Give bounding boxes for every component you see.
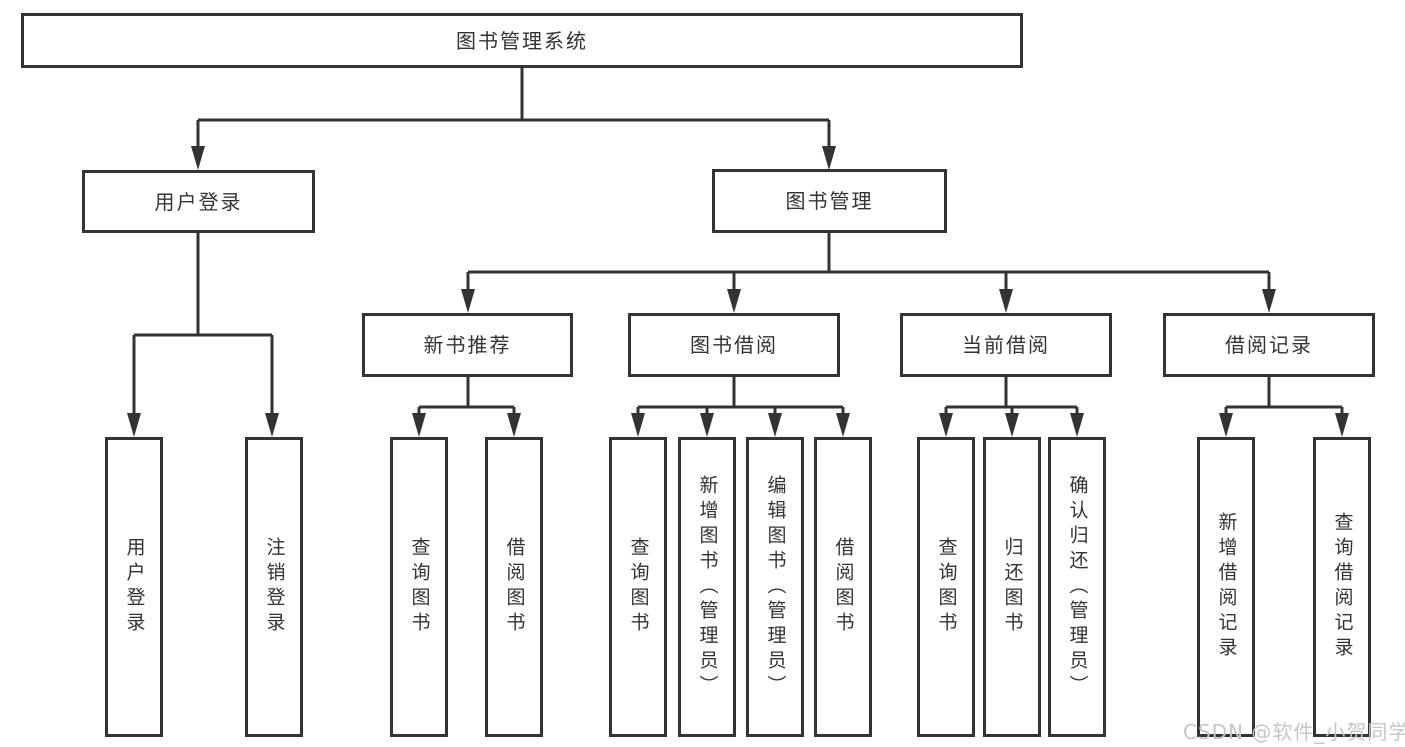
leaf-query-books-borrowing: 查询图书 bbox=[609, 437, 667, 737]
leaf-add-books-admin: 新增图书（管理员） bbox=[678, 437, 736, 737]
leaf-borrow-books-borrowing: 借阅图书 bbox=[814, 437, 872, 737]
leaf-logout: 注销登录 bbox=[245, 437, 303, 737]
connector-records-to-leaves bbox=[1224, 377, 1344, 415]
leaf-query-borrow-record: 查询借阅记录 bbox=[1313, 437, 1371, 737]
leaf-query-books-recommend: 查询图书 bbox=[390, 437, 448, 737]
connector-current-to-leaves bbox=[944, 377, 1079, 415]
node-current-borrowing: 当前借阅 bbox=[900, 313, 1112, 377]
connector-mgmt-to-level3 bbox=[466, 233, 1271, 291]
node-user-login: 用户登录 bbox=[82, 170, 315, 233]
leaf-borrow-books-recommend: 借阅图书 bbox=[485, 437, 543, 737]
connector-login-to-leaves bbox=[132, 233, 274, 415]
node-new-book-recommendation: 新书推荐 bbox=[362, 313, 573, 377]
node-root-library-system: 图书管理系统 bbox=[21, 13, 1023, 68]
arrowheads-level3 bbox=[461, 289, 1276, 313]
csdn-watermark: CSDN @软件_小贺同学 bbox=[1183, 720, 1405, 744]
node-borrowing-records: 借阅记录 bbox=[1163, 313, 1375, 377]
connector-root-to-level2 bbox=[196, 68, 831, 148]
arrowheads-level2 bbox=[191, 146, 836, 170]
arrowheads-login-leaves bbox=[127, 413, 279, 437]
leaf-return-books: 归还图书 bbox=[983, 437, 1041, 737]
leaf-user-login: 用户登录 bbox=[105, 437, 163, 737]
leaf-query-books-current: 查询图书 bbox=[917, 437, 975, 737]
leaf-confirm-return-admin: 确认归还（管理员） bbox=[1048, 437, 1106, 737]
leaf-edit-books-admin: 编辑图书（管理员） bbox=[746, 437, 804, 737]
node-book-borrowing: 图书借阅 bbox=[628, 313, 840, 377]
connector-recommend-to-leaves bbox=[417, 377, 516, 415]
node-book-management: 图书管理 bbox=[712, 169, 947, 233]
arrowheads-level4 bbox=[412, 413, 1349, 437]
connector-borrowing-to-leaves bbox=[636, 377, 845, 415]
leaf-add-borrow-record: 新增借阅记录 bbox=[1197, 437, 1255, 737]
